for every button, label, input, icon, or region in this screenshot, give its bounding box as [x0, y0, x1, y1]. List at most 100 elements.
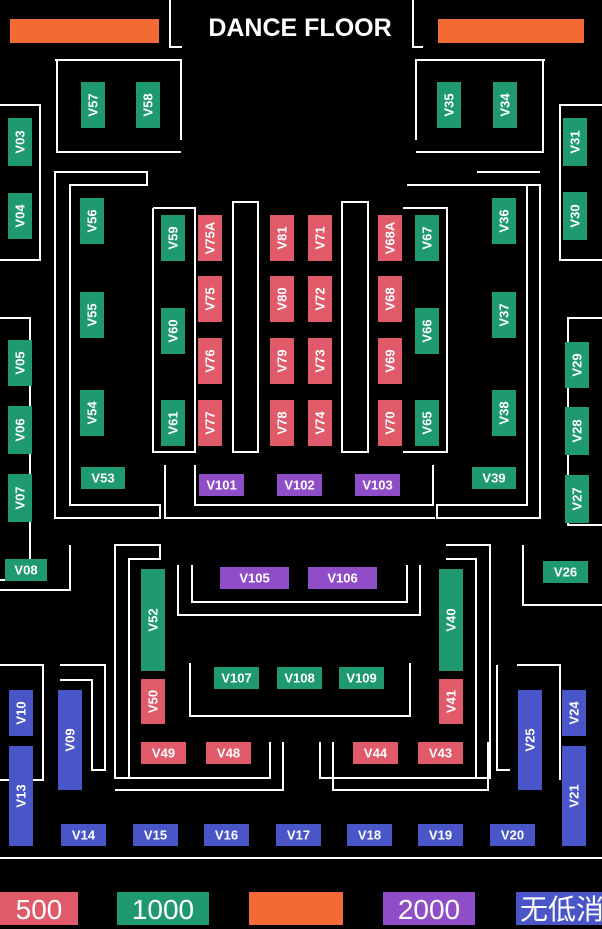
table-v108[interactable]: V108 — [277, 667, 322, 689]
table-v37[interactable]: V37 — [492, 292, 516, 338]
table-box[interactable] — [439, 569, 463, 671]
table-v102[interactable]: V102 — [277, 474, 322, 496]
table-box[interactable] — [58, 690, 82, 790]
table-box[interactable] — [5, 559, 47, 581]
table-v59[interactable]: V59 — [161, 215, 185, 261]
table-box[interactable] — [439, 679, 463, 724]
table-box[interactable] — [493, 82, 517, 128]
table-box[interactable] — [355, 474, 400, 496]
table-v103[interactable]: V103 — [355, 474, 400, 496]
table-v67[interactable]: V67 — [415, 215, 439, 261]
table-v41[interactable]: V41 — [439, 679, 463, 724]
table-v72[interactable]: V72 — [308, 276, 332, 322]
table-v25[interactable]: V25 — [518, 690, 542, 790]
table-box[interactable] — [133, 824, 178, 846]
table-box[interactable] — [80, 292, 104, 338]
table-box[interactable] — [378, 215, 402, 261]
table-v70[interactable]: V70 — [378, 400, 402, 446]
table-v36[interactable]: V36 — [492, 198, 516, 244]
table-v03[interactable]: V03 — [8, 118, 32, 166]
table-v55[interactable]: V55 — [80, 292, 104, 338]
table-box[interactable] — [80, 390, 104, 436]
table-box[interactable] — [198, 276, 222, 322]
table-box[interactable] — [562, 746, 586, 846]
table-box[interactable] — [8, 118, 32, 166]
table-v54[interactable]: V54 — [80, 390, 104, 436]
table-v66[interactable]: V66 — [415, 308, 439, 354]
table-v101[interactable]: V101 — [199, 474, 244, 496]
table-v57[interactable]: V57 — [81, 82, 105, 128]
table-box[interactable] — [161, 215, 185, 261]
table-box[interactable] — [308, 276, 332, 322]
table-v13[interactable]: V13 — [9, 746, 33, 846]
table-v17[interactable]: V17 — [276, 824, 321, 846]
table-v09[interactable]: V09 — [58, 690, 82, 790]
table-box[interactable] — [141, 742, 186, 764]
table-box[interactable] — [204, 824, 249, 846]
table-box[interactable] — [378, 338, 402, 384]
table-v81[interactable]: V81 — [270, 215, 294, 261]
table-v04[interactable]: V04 — [8, 193, 32, 239]
table-v52[interactable]: V52 — [141, 569, 165, 671]
table-v76[interactable]: V76 — [198, 338, 222, 384]
table-v40[interactable]: V40 — [439, 569, 463, 671]
table-v43[interactable]: V43 — [418, 742, 463, 764]
table-box[interactable] — [270, 400, 294, 446]
table-box[interactable] — [8, 406, 32, 454]
table-v73[interactable]: V73 — [308, 338, 332, 384]
table-box[interactable] — [308, 400, 332, 446]
table-box[interactable] — [415, 215, 439, 261]
table-v75[interactable]: V75 — [198, 276, 222, 322]
table-v16[interactable]: V16 — [204, 824, 249, 846]
table-v79[interactable]: V79 — [270, 338, 294, 384]
table-v68[interactable]: V68 — [378, 276, 402, 322]
table-box[interactable] — [161, 308, 185, 354]
table-v24[interactable]: V24 — [562, 690, 586, 736]
table-box[interactable] — [490, 824, 535, 846]
table-box[interactable] — [198, 338, 222, 384]
table-v19[interactable]: V19 — [418, 824, 463, 846]
table-v15[interactable]: V15 — [133, 824, 178, 846]
table-v56[interactable]: V56 — [80, 198, 104, 244]
table-v69[interactable]: V69 — [378, 338, 402, 384]
table-box[interactable] — [308, 567, 377, 589]
table-box[interactable] — [141, 569, 165, 671]
table-v21[interactable]: V21 — [562, 746, 586, 846]
table-v71[interactable]: V71 — [308, 215, 332, 261]
table-box[interactable] — [199, 474, 244, 496]
table-v105[interactable]: V105 — [220, 567, 289, 589]
table-v78[interactable]: V78 — [270, 400, 294, 446]
table-v06[interactable]: V06 — [8, 406, 32, 454]
table-box[interactable] — [492, 292, 516, 338]
table-v38[interactable]: V38 — [492, 390, 516, 436]
table-box[interactable] — [543, 561, 588, 583]
table-box[interactable] — [220, 567, 289, 589]
table-box[interactable] — [347, 824, 392, 846]
table-v48[interactable]: V48 — [206, 742, 251, 764]
table-v27[interactable]: V27 — [565, 475, 589, 523]
table-v74[interactable]: V74 — [308, 400, 332, 446]
table-box[interactable] — [270, 338, 294, 384]
table-box[interactable] — [277, 474, 322, 496]
table-box[interactable] — [418, 824, 463, 846]
table-box[interactable] — [198, 400, 222, 446]
table-box[interactable] — [277, 667, 322, 689]
table-box[interactable] — [378, 276, 402, 322]
table-v61[interactable]: V61 — [161, 400, 185, 446]
table-box[interactable] — [563, 118, 587, 166]
table-box[interactable] — [518, 690, 542, 790]
table-v75a[interactable]: V75A — [198, 215, 222, 261]
table-box[interactable] — [565, 475, 589, 523]
table-box[interactable] — [308, 215, 332, 261]
table-v109[interactable]: V109 — [339, 667, 384, 689]
table-box[interactable] — [437, 82, 461, 128]
table-v106[interactable]: V106 — [308, 567, 377, 589]
table-box[interactable] — [80, 198, 104, 244]
table-box[interactable] — [276, 824, 321, 846]
table-v31[interactable]: V31 — [563, 118, 587, 166]
table-v44[interactable]: V44 — [353, 742, 398, 764]
table-box[interactable] — [136, 82, 160, 128]
table-v80[interactable]: V80 — [270, 276, 294, 322]
table-v30[interactable]: V30 — [563, 192, 587, 240]
table-box[interactable] — [415, 400, 439, 446]
